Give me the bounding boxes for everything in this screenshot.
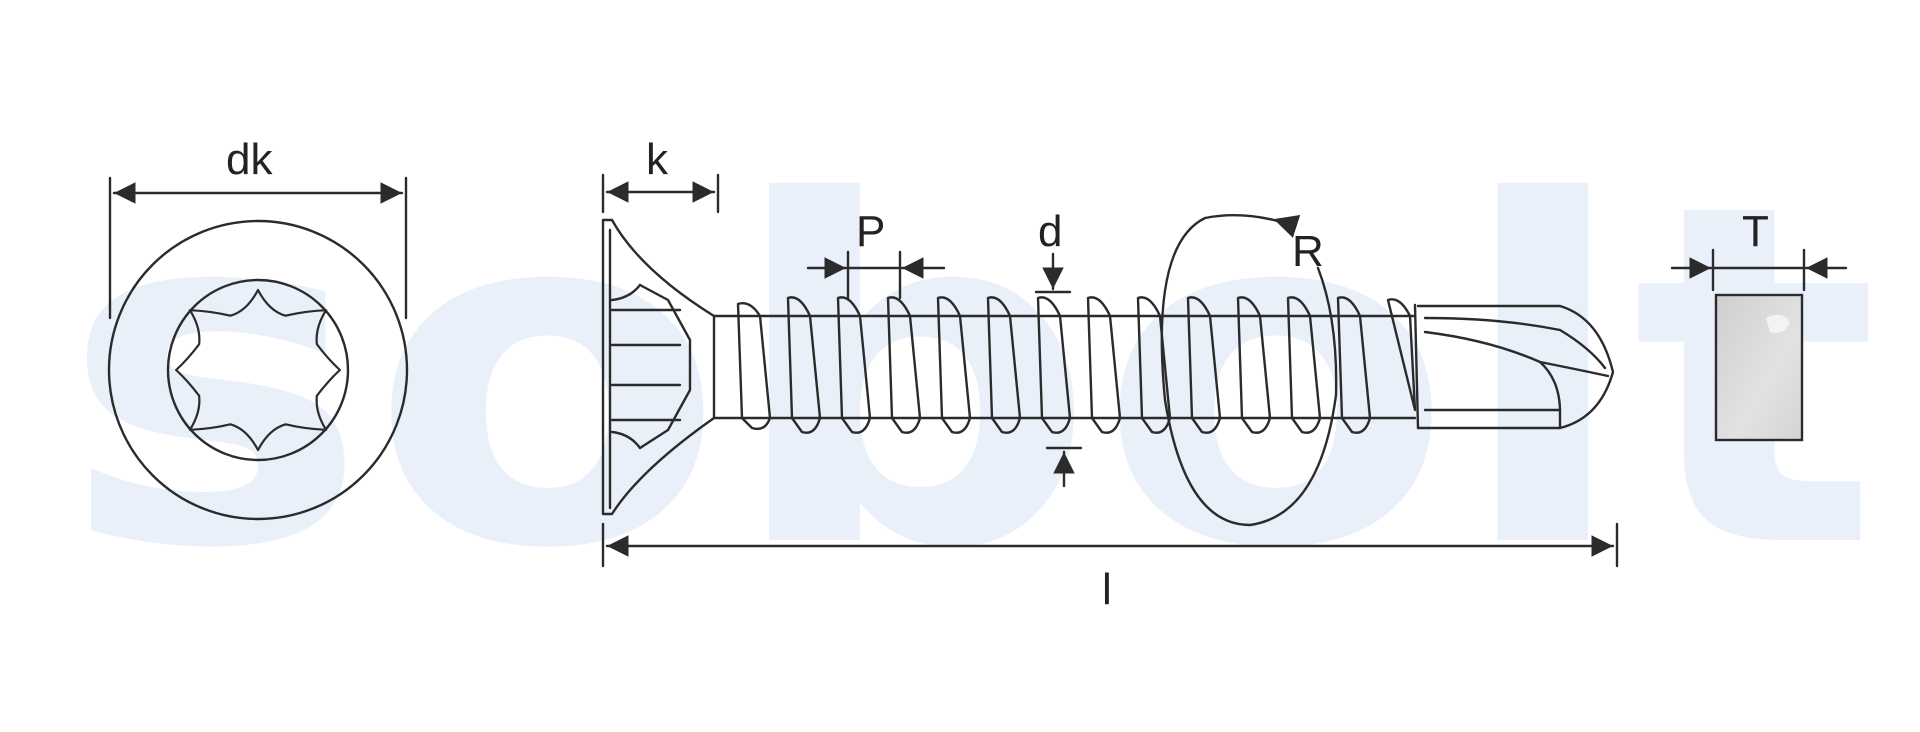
- label-dk: dk: [226, 135, 273, 184]
- dimension-l: [601, 522, 1619, 568]
- thread-crests: [736, 296, 1417, 434]
- label-p: P: [856, 207, 885, 256]
- label-k: k: [646, 135, 669, 184]
- dimension-d: [1034, 252, 1083, 488]
- label-r: R: [1292, 227, 1324, 276]
- rotation-r: [1160, 214, 1338, 527]
- dimension-k: [601, 173, 720, 214]
- drill-point: [1413, 303, 1615, 430]
- screw-side-view: [601, 218, 1615, 516]
- dimension-t: [1670, 248, 1848, 292]
- dimension-dk: [108, 176, 408, 320]
- thickness-swatch: [1714, 293, 1804, 442]
- head-top-view: [107, 219, 409, 521]
- label-d: d: [1038, 207, 1062, 256]
- dimension-p: [806, 250, 946, 300]
- label-l: l: [1102, 565, 1112, 614]
- label-t: T: [1742, 207, 1769, 256]
- torx-recess-icon: [175, 288, 341, 452]
